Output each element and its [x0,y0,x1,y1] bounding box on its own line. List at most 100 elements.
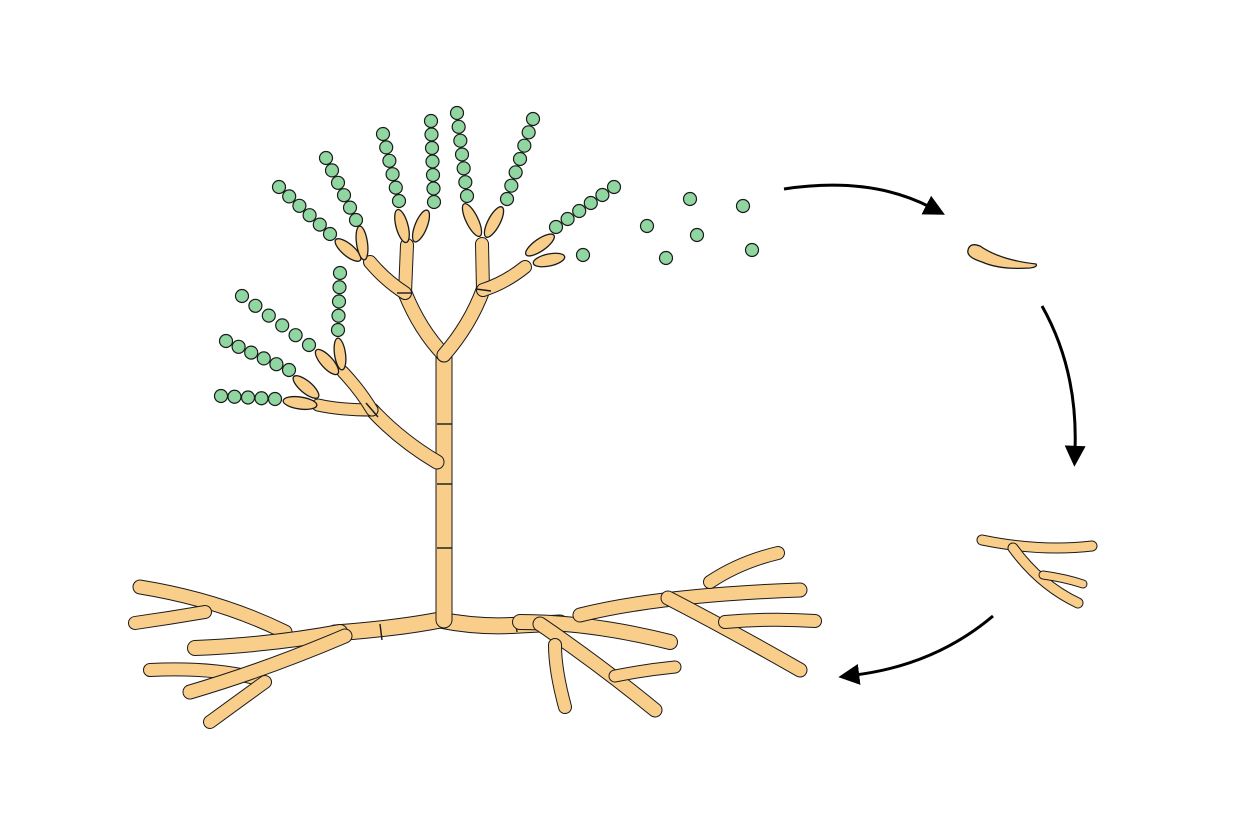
phialide [333,337,347,371]
hypha-branch [132,579,293,640]
conidium [504,178,519,193]
conidium [639,218,655,234]
conidium [425,154,440,169]
conidium [231,339,246,354]
conidium [332,280,347,295]
hypha-fill [977,535,1097,553]
conidium [244,345,259,360]
hypha-fill [549,639,571,713]
conidium [575,247,591,263]
young-hypha [976,534,1098,554]
conidium [583,195,598,211]
upper-branch-left [397,285,452,363]
hypha-fill [364,256,411,299]
conidium [292,198,307,213]
conidia-chain [423,113,442,210]
lateral-branch [364,402,445,470]
hypha-fill [719,613,821,628]
conidium [423,113,439,129]
conidium [525,111,541,127]
hypha-fill [1039,571,1087,588]
conidium [269,357,284,372]
hypha-fill [477,261,531,296]
conidium [330,322,346,338]
conidium [517,138,532,153]
conidium [312,217,327,232]
hypha-branch [182,628,353,700]
hypha-branch [128,605,212,630]
conidium [453,133,468,148]
hypha-branch [718,612,822,629]
released-conidia [639,191,760,266]
cycle-arrow-3 [838,614,994,685]
hypha-fill [476,238,489,296]
conidium [240,390,256,405]
conidium [301,337,317,353]
conidia-chain [213,388,283,407]
hypha-branch [548,638,572,714]
hypha-fill [183,629,352,699]
phialide [411,209,431,243]
conidium [248,298,263,313]
phialide [525,233,555,257]
conidium [451,119,466,134]
conidium [342,200,358,215]
young-hypha [1038,570,1088,589]
conidium [281,362,297,378]
conidium [456,161,471,176]
conidium [324,163,340,178]
metula [475,237,490,297]
conidium [218,333,234,349]
mycelium [128,546,822,729]
conidia-chain [449,105,475,204]
phialide [334,238,362,262]
conidium [382,153,397,168]
conidium [254,391,269,406]
conidium [391,193,407,209]
cycle-arrow-1 [783,183,945,215]
hypha-fill [133,580,292,639]
conidia-chain [234,288,317,353]
phialide [532,252,566,268]
conidium [348,212,364,228]
conidium [336,188,352,203]
conidium [449,105,465,121]
conidium [424,127,439,142]
septum [379,623,383,641]
conidia-chain [318,150,364,228]
hypha-fill [188,625,347,655]
conidium [227,389,242,404]
conidia-chain [499,111,541,207]
conidium [234,288,250,304]
conidium [388,180,403,195]
conidium [425,167,441,183]
hypha-fill [204,676,271,728]
young-hypha [1007,542,1084,609]
hypha-fill [661,591,807,677]
conidium [330,175,346,190]
hypha-branch [532,616,663,718]
conidium [459,188,475,204]
cycle-arrow-2 [1040,305,1086,467]
phialide [461,202,483,238]
conidium [595,187,610,203]
conidium [424,140,440,156]
conidium [322,226,338,242]
phialide [314,348,340,376]
cycle-arrows [783,183,1086,685]
conidium [331,294,347,309]
conidia-chain [548,179,622,235]
young-hyphae [976,534,1098,609]
conidium [735,198,751,214]
conidium [332,265,348,281]
hypha-fill [398,286,451,362]
conidium [282,189,297,204]
conidium [744,242,760,258]
hypha-fill [437,283,490,362]
hypha-branch [203,675,272,729]
hypha-branch [608,660,682,683]
conidia-chain [375,126,407,209]
conidium [426,181,441,196]
